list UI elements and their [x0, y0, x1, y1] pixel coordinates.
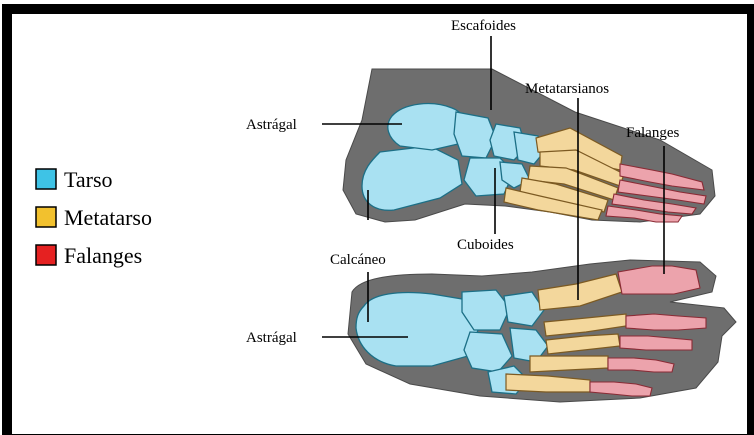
legend-swatch-tarso — [36, 169, 56, 189]
legend: Tarso Metatarso Falanges — [36, 167, 152, 268]
bottom-phalanx-big-toe — [618, 266, 700, 294]
label-falanges: Falanges — [626, 125, 679, 141]
bottom-calcaneus-bone — [356, 293, 478, 367]
legend-label-falanges: Falanges — [64, 243, 142, 268]
legend-swatch-falanges — [36, 245, 56, 265]
legend-swatch-metatarso — [36, 207, 56, 227]
label-astragal-top: Astrágal — [246, 117, 297, 133]
label-metatarsianos: Metatarsianos — [525, 81, 609, 97]
label-astragal-bottom: Astrágal — [246, 330, 297, 346]
label-escafoides: Escafoides — [451, 18, 516, 34]
legend-label-metatarso: Metatarso — [64, 205, 152, 230]
legend-label-tarso: Tarso — [64, 167, 113, 192]
bottom-foot — [348, 260, 736, 402]
label-calcaneo: Calcáneo — [330, 252, 386, 268]
label-cuboides: Cuboides — [457, 237, 514, 253]
